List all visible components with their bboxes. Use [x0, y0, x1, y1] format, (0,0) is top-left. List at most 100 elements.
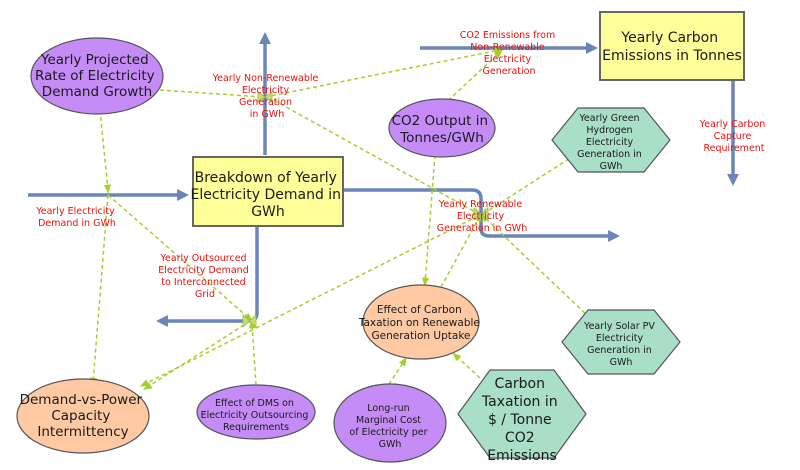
- link-marginal-to-effect: [384, 357, 407, 391]
- flow-label-demand-line: Yearly Electricity: [35, 206, 115, 217]
- var-demand-growth-line: Rate of Electricity: [35, 68, 155, 84]
- svg-text:Effect of DMS on Electri: Effect of DMS on Electricity Outsourcing…: [201, 398, 312, 433]
- flow-label-co2-emissions-line: Electricity: [484, 54, 532, 65]
- link-hydrogen-to-renewable: [479, 154, 576, 216]
- stock-demand-breakdown-line: GWh: [251, 204, 285, 220]
- link-demand-to-intermittency: [89, 194, 109, 387]
- var-green-hydrogen-line: Yearly Green: [578, 113, 639, 124]
- flow-label-co2-emissions: CO2 Emissions from Non-Renewable Electri…: [460, 30, 559, 77]
- stock-carbon-emissions-line: Emissions in Tonnes: [602, 48, 742, 64]
- flow-label-outsourced-line: to Interconnected: [161, 277, 245, 288]
- var-carbon-tax-effect-line: Generation Uptake: [372, 330, 471, 342]
- var-carbon-tax-effect-line: Effect of Carbon: [377, 304, 462, 316]
- stock-carbon-emissions-line: Yearly Carbon: [620, 30, 718, 46]
- var-green-hydrogen-line: Electricity: [586, 137, 634, 148]
- flow-label-demand: Yearly Electricity Demand in GWh: [35, 206, 118, 229]
- flow-label-renewable-line: Electricity: [457, 211, 505, 222]
- svg-text:Carbon Taxation in: Carbon Taxation in $ / Tonne CO2 Emissio…: [481, 376, 562, 464]
- var-carbon-taxation-line: $ / Tonne: [488, 412, 552, 428]
- var-intermittency[interactable]: Demand-vs-Power Capacity Intermittency: [16, 378, 150, 454]
- var-green-hydrogen-line: Hydrogen: [586, 125, 632, 136]
- var-green-hydrogen-line: Generation in: [577, 149, 642, 160]
- var-dms-effect-line: Electricity Outsourcing: [201, 410, 309, 421]
- stock-demand-breakdown-line: Electricity Demand in: [190, 187, 341, 203]
- flow-label-renewable-line: Generation in GWh: [437, 223, 527, 234]
- var-carbon-taxation[interactable]: Carbon Taxation in $ / Tonne CO2 Emissio…: [457, 369, 587, 464]
- flow-valves: [242, 91, 489, 328]
- var-dms-effect[interactable]: Effect of DMS on Electricity Outsourcing…: [196, 384, 316, 440]
- flow-label-non-renewable-line: in GWh: [250, 109, 284, 120]
- var-co2-output-line: CO2 Output in: [392, 113, 488, 129]
- svg-text:Demand-vs-Power Capacity: Demand-vs-Power Capacity Intermittency: [20, 392, 147, 440]
- flow-label-non-renewable: Yearly Non-Renewable Electricity Generat…: [212, 73, 322, 120]
- var-solar-pv-line: Yearly Solar PV: [583, 321, 655, 332]
- outsourced-valve-icon: [242, 314, 257, 328]
- flow-label-carbon-capture: Yearly Carbon Capture Requirement: [699, 119, 769, 154]
- var-solar-pv-line: GWh: [610, 357, 633, 368]
- var-carbon-tax-effect-line: Taxation on Renewable: [358, 317, 480, 329]
- link-dms-to-outsourced: [248, 319, 257, 386]
- flow-label-co2-emissions-line: Generation: [483, 66, 536, 77]
- flow-label-carbon-capture-line: Capture: [714, 131, 752, 142]
- link-growth-to-nonrenewable: [159, 89, 267, 101]
- flow-label-outsourced: Yearly Outsourced Electricity Demand to …: [158, 253, 252, 300]
- var-marginal-cost[interactable]: Long-run Marginal Cost of Electricity pe…: [333, 383, 447, 463]
- var-demand-growth-line: Yearly Projected: [40, 52, 149, 68]
- var-carbon-taxation-line: Taxation in: [481, 394, 558, 410]
- flow-label-co2-emissions-line: CO2 Emissions from: [460, 30, 556, 41]
- renewable-valve-icon: [473, 207, 489, 221]
- link-co2output-to-effect: [421, 154, 436, 287]
- var-carbon-taxation-line: CO2: [505, 430, 535, 446]
- svg-text:Effect of Carbon Taxatio: Effect of Carbon Taxation on Renewable G…: [358, 304, 483, 342]
- var-solar-pv-line: Electricity: [596, 333, 644, 344]
- flow-label-carbon-capture-line: Requirement: [703, 143, 764, 154]
- flow-label-outsourced-line: Electricity Demand: [158, 265, 249, 276]
- svg-text:Yearly Solar PV Electric: Yearly Solar PV Electricity Generation i…: [583, 321, 658, 368]
- var-carbon-taxation-line: Emissions: [487, 448, 557, 464]
- link-taxation-to-effect: [452, 352, 481, 379]
- svg-text:CO2 Output in Tonnes/GWh: CO2 Output in Tonnes/GWh: [392, 113, 493, 146]
- flow-labels: Yearly Electricity Demand in GWh Yearly …: [35, 30, 769, 300]
- svg-text:Yearly Green Hydrogen: Yearly Green Hydrogen Electricity Genera…: [577, 113, 645, 172]
- var-green-hydrogen[interactable]: Yearly Green Hydrogen Electricity Genera…: [551, 107, 671, 173]
- var-dms-effect-line: Requirements: [223, 422, 289, 433]
- link-nonrenewable-to-co2emissions: [264, 47, 504, 98]
- svg-text:Breakdown of Yearly Elec: Breakdown of Yearly Electricity Demand i…: [190, 170, 345, 220]
- flow-label-renewable: Yearly Renewable Electricity Generation …: [437, 199, 527, 234]
- flow-label-outsourced-line: Grid: [195, 289, 215, 300]
- flow-label-outsourced-line: Yearly Outsourced: [159, 253, 246, 264]
- flow-label-renewable-line: Yearly Renewable: [438, 199, 523, 210]
- var-intermittency-line: Demand-vs-Power: [20, 392, 143, 408]
- var-marginal-cost-line: GWh: [379, 439, 402, 450]
- link-nonrenewable-to-renewable: [267, 96, 483, 216]
- var-co2-output-line: Tonnes/GWh: [399, 130, 484, 146]
- var-intermittency-line: Capacity: [51, 408, 110, 424]
- stock-demand-breakdown-line: Breakdown of Yearly: [195, 170, 337, 186]
- svg-text:Long-run Marginal Cost: Long-run Marginal Cost of Electricity pe…: [349, 403, 430, 450]
- flow-label-non-renewable-line: Generation: [239, 97, 292, 108]
- stock-carbon-emissions[interactable]: Yearly Carbon Emissions in Tonnes: [599, 11, 745, 81]
- var-demand-growth[interactable]: Yearly Projected Rate of Electricity Dem…: [30, 37, 164, 115]
- var-solar-pv-line: Generation in: [587, 345, 652, 356]
- var-dms-effect-line: Effect of DMS on: [215, 398, 294, 409]
- var-green-hydrogen-line: GWh: [600, 161, 623, 172]
- flow-label-demand-line: Demand in GWh: [38, 218, 116, 229]
- var-solar-pv[interactable]: Yearly Solar PV Electricity Generation i…: [561, 309, 681, 375]
- link-outsourced-to-intermittency: [142, 320, 251, 390]
- var-marginal-cost-line: of Electricity per: [349, 427, 427, 438]
- flow-label-non-renewable-line: Electricity: [242, 85, 290, 96]
- svg-text:Yearly Carbon Emissions: Yearly Carbon Emissions in Tonnes: [602, 30, 742, 64]
- flow-label-co2-emissions-line: Non-Renewable: [470, 42, 545, 53]
- flow-label-non-renewable-line: Yearly Non-Renewable: [212, 73, 319, 84]
- var-demand-growth-line: Demand Growth: [42, 84, 152, 100]
- var-carbon-tax-effect[interactable]: Effect of Carbon Taxation on Renewable G…: [358, 284, 483, 360]
- flow-label-carbon-capture-line: Yearly Carbon: [699, 119, 766, 130]
- link-growth-to-demand: [99, 109, 112, 194]
- stock-demand-breakdown[interactable]: Breakdown of Yearly Electricity Demand i…: [190, 156, 345, 227]
- var-co2-output[interactable]: CO2 Output in Tonnes/GWh: [388, 98, 496, 158]
- var-intermittency-line: Intermittency: [37, 424, 128, 440]
- var-marginal-cost-line: Long-run: [367, 403, 409, 414]
- svg-text:Yearly Projected Rate of: Yearly Projected Rate of Electricity Dem…: [35, 52, 159, 100]
- link-solar-to-renewable: [480, 213, 591, 319]
